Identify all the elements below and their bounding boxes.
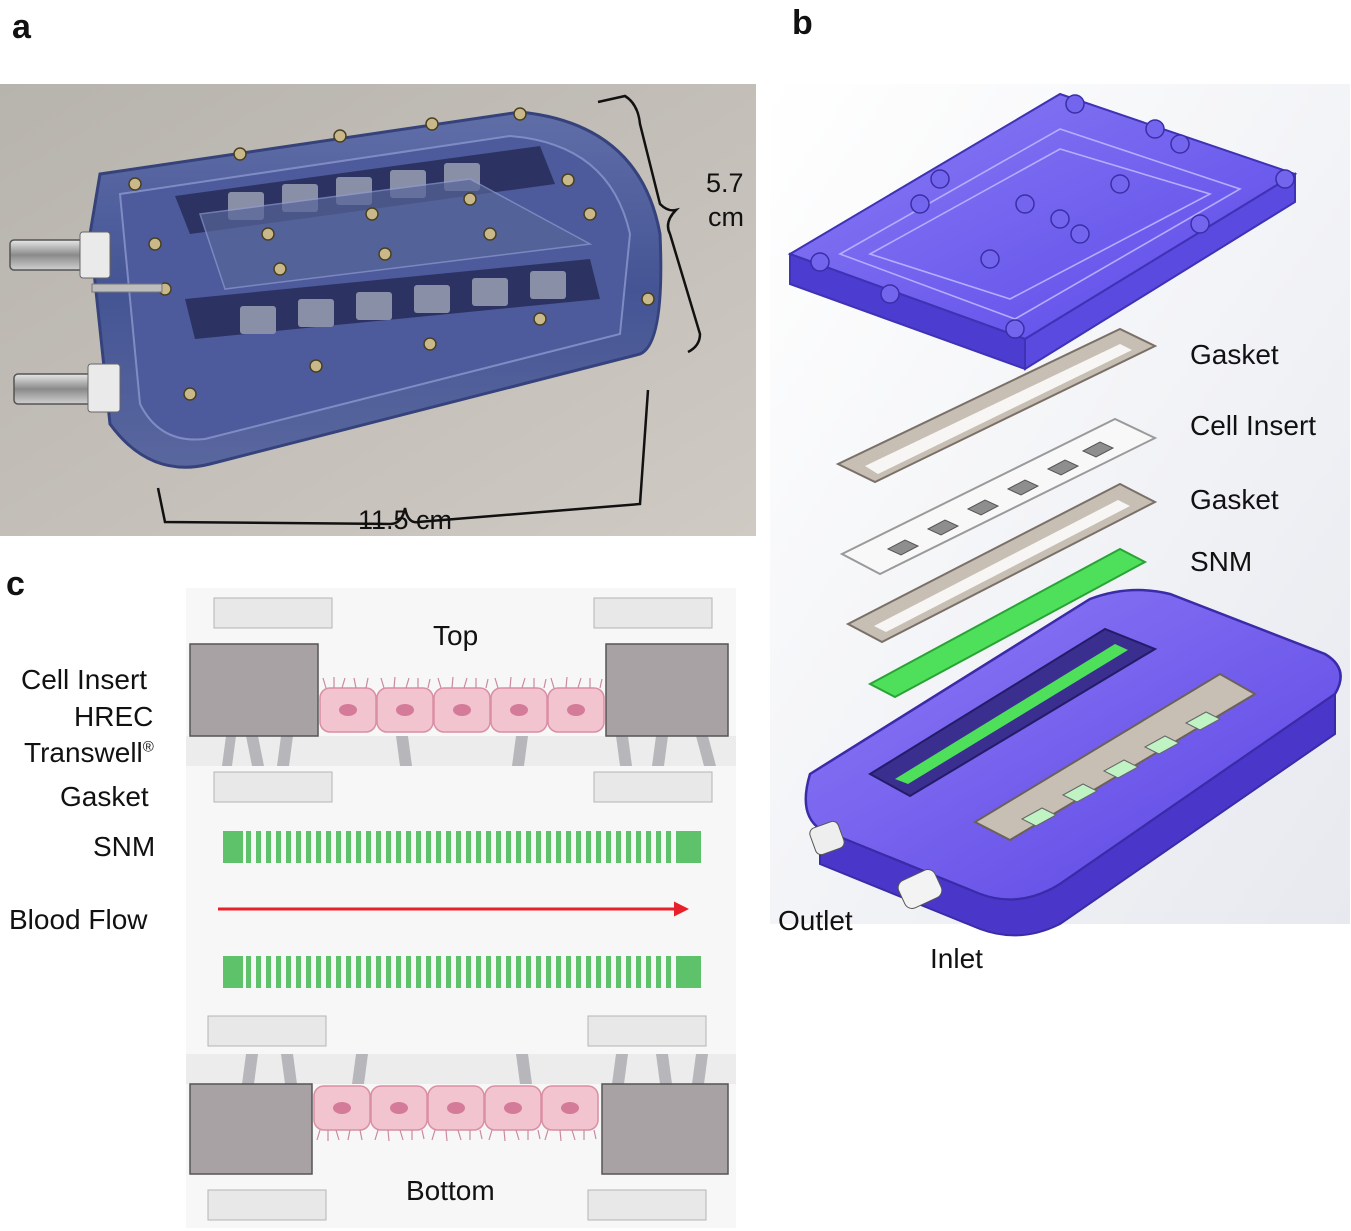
exploded-device-view [770,84,1350,937]
panel-letter-a: a [12,8,31,46]
side-label-gasket: Gasket [60,781,149,812]
side-label-snm: SNM [93,831,156,862]
label-cell-insert: Cell Insert [1190,410,1317,441]
device-photo [0,84,756,536]
label-gasket-top: Gasket [1190,339,1279,370]
side-label-hrec: HREC [74,701,154,732]
label-inlet: Inlet [930,943,983,974]
label-snm: SNM [1190,546,1253,577]
side-label-transwell: Transwell® [24,737,154,769]
height-dimension-unit: cm [708,202,744,232]
side-label-cell-insert: Cell Insert [21,664,148,695]
panel-letter-c: c [6,565,25,603]
label-top: Top [433,620,479,651]
label-bottom: Bottom [406,1175,495,1206]
transwell-text: Transwell [24,737,143,768]
panel-letter-b: b [792,4,813,42]
height-dimension-label: 5.7 [706,168,744,198]
width-dimension-label: 11.5 cm [358,505,453,535]
label-gasket-bottom: Gasket [1190,484,1279,515]
side-label-blood-flow: Blood Flow [9,904,148,935]
label-outlet: Outlet [778,905,853,936]
registered-mark: ® [142,738,154,756]
cross-section-schematic [186,588,736,1228]
